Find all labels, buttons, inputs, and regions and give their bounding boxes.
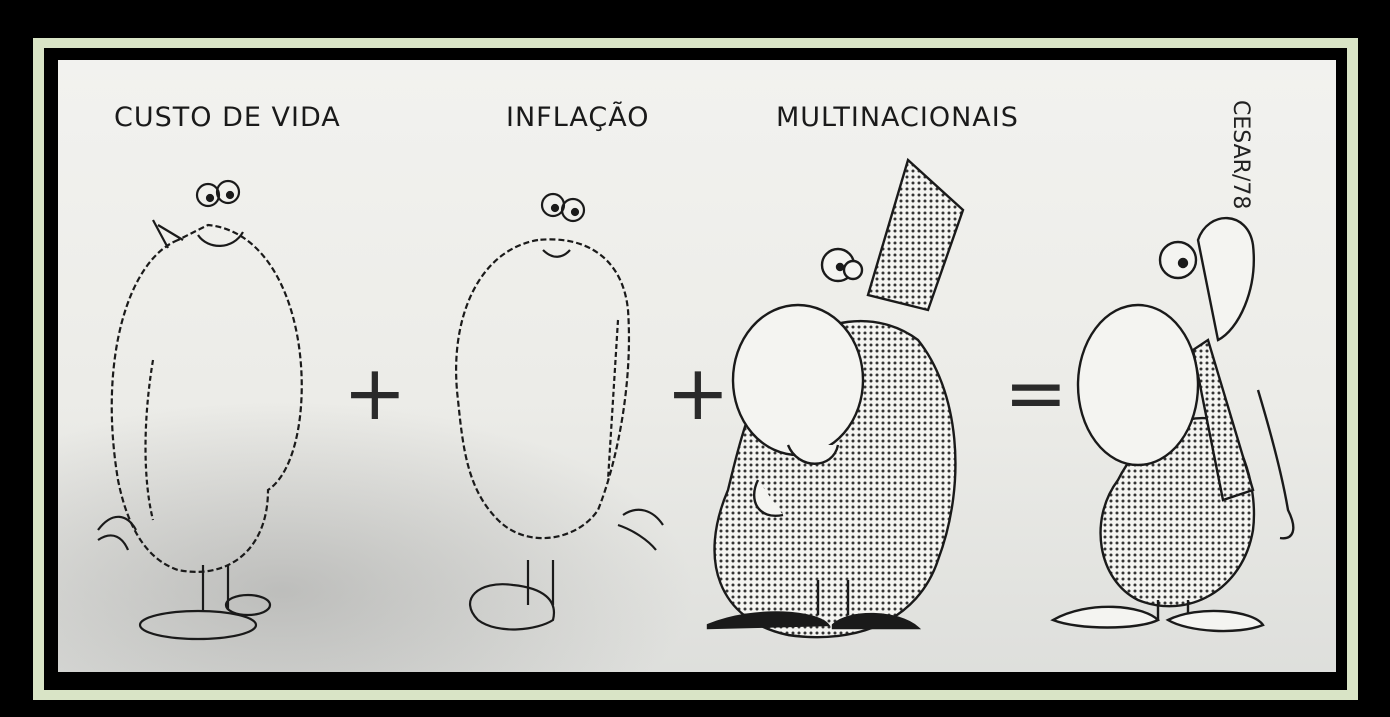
cartoon-panel: CUSTO DE VIDA INFLAÇÃO MULTINACIONAIS CE… [58,60,1336,672]
cartoon-drawing [97,157,1295,641]
label-multinationals: MULTINACIONAIS [776,102,1019,133]
plus-sign-1: + [343,348,407,437]
worker-figure [1050,216,1295,633]
businessman-figure [706,157,965,639]
monster-figure-2 [455,192,664,631]
label-cost-of-living: CUSTO DE VIDA [114,102,341,133]
equals-sign: = [1004,348,1068,437]
plus-sign-2: + [666,348,730,437]
label-inflation: INFLAÇÃO [506,102,650,133]
monster-figure-1 [97,179,303,641]
paper-shadow [58,400,698,672]
